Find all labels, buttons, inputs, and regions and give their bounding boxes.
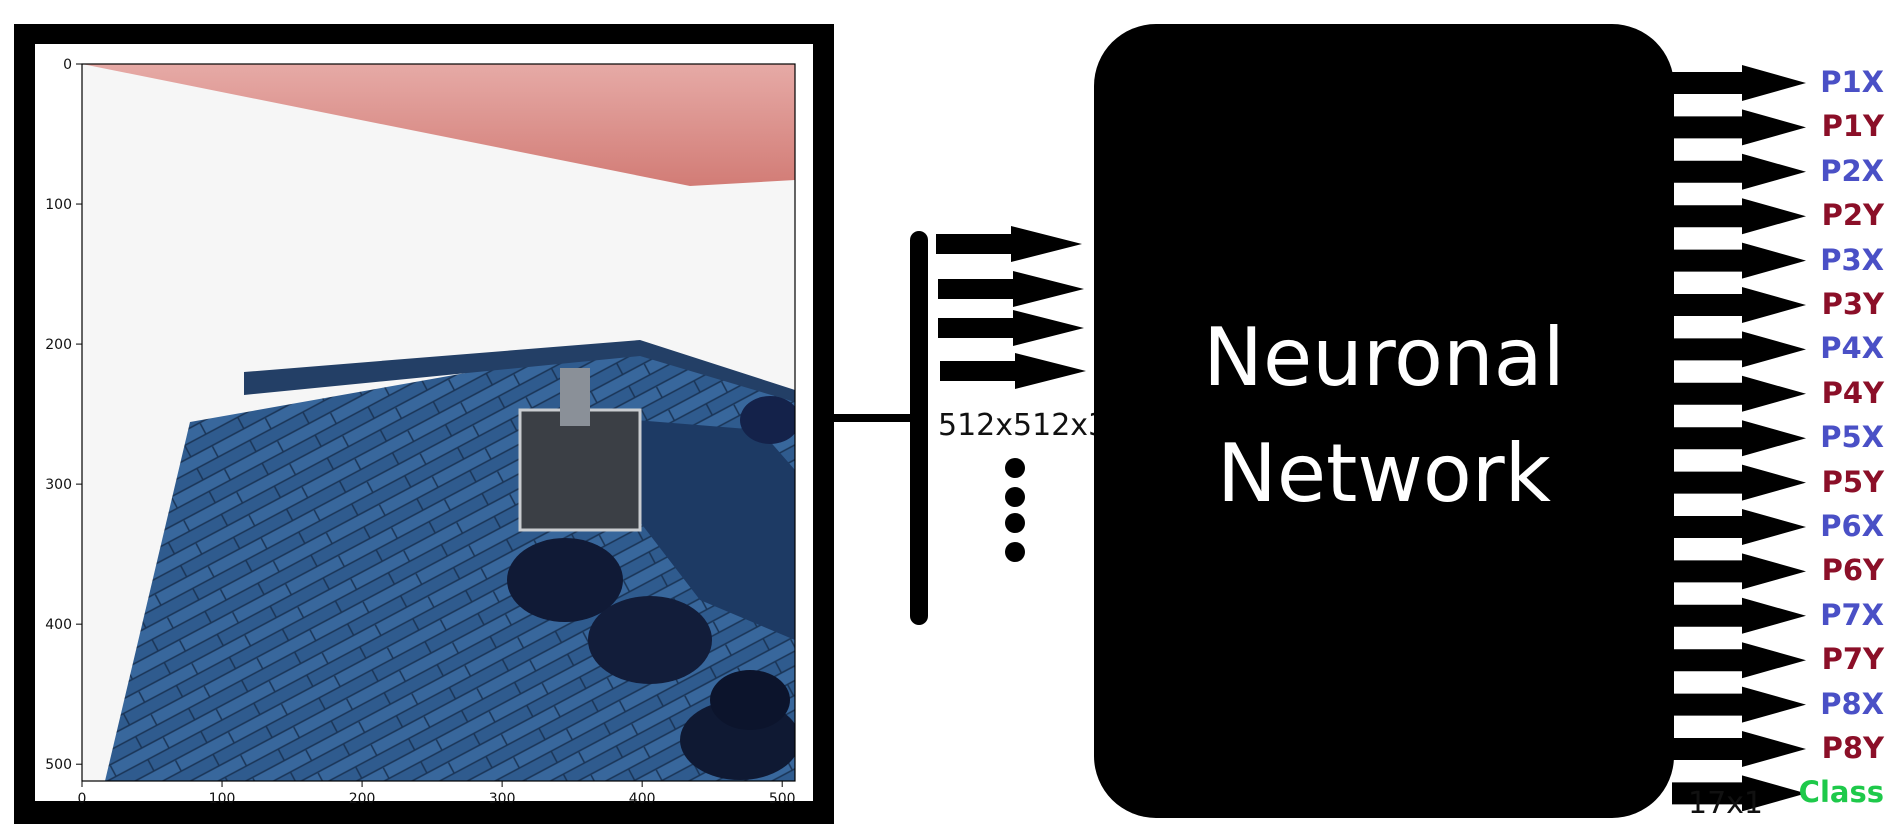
- output-label-p6x: P6X: [1820, 509, 1884, 543]
- output-label-p7y: P7Y: [1821, 642, 1884, 677]
- output-label-p2x: P2X: [1820, 153, 1884, 188]
- output-arrow: [1672, 642, 1806, 679]
- chair-2: [588, 596, 712, 684]
- table-back: [244, 340, 795, 402]
- table-front: [600, 418, 795, 640]
- chair-4: [740, 396, 795, 444]
- output-arrow: [1672, 597, 1806, 634]
- ellipsis-dot-3: [1005, 513, 1025, 533]
- x-tick-label: 200: [349, 791, 376, 807]
- robot-cart: [518, 408, 642, 532]
- output-label-p8y: P8Y: [1821, 731, 1884, 765]
- chair-5: [710, 670, 790, 730]
- output-arrow: [1672, 731, 1806, 767]
- y-axis-ticks: 0 100 200 300 400 500: [45, 57, 82, 773]
- output-arrow: [1672, 553, 1806, 590]
- input-dimension-label: 512x512x3: [938, 408, 1108, 443]
- output-label-p6y: P6Y: [1821, 553, 1884, 588]
- output-arrow: [1672, 464, 1806, 501]
- x-tick-label: 400: [629, 791, 656, 807]
- output-arrow: [1672, 375, 1806, 412]
- neuronal-network-block: [1094, 24, 1674, 818]
- output-arrow: [1672, 775, 1806, 812]
- output-label-p1x: P1X: [1820, 65, 1884, 99]
- network-label-line-1: Neuronal: [1203, 311, 1565, 404]
- output-arrow: [1672, 153, 1806, 190]
- output-arrow: [1672, 287, 1806, 323]
- plot-axes-box: [81, 63, 796, 782]
- y-tick-label: 300: [45, 477, 72, 493]
- input-arrow-4: [940, 353, 1086, 389]
- y-tick-label: 100: [45, 197, 72, 213]
- output-label-p5y: P5Y: [1821, 464, 1884, 499]
- output-arrow: [1672, 242, 1806, 279]
- output-label-p1y: P1Y: [1821, 109, 1884, 144]
- output-label-p7x: P7X: [1820, 597, 1884, 632]
- ellipsis-dot-1: [1005, 458, 1025, 478]
- output-label-p8x: P8X: [1820, 686, 1884, 721]
- robot-arm: [560, 368, 590, 426]
- x-axis-ticks: 0 100 200 300 400 500: [78, 781, 796, 807]
- input-arrow-3: [938, 310, 1084, 346]
- output-label-p3x: P3X: [1820, 242, 1884, 277]
- x-tick-label: 0: [78, 791, 87, 807]
- output-arrow: [1672, 686, 1806, 723]
- output-label-p2y: P2Y: [1821, 198, 1884, 233]
- output-arrow: [1672, 198, 1806, 235]
- y-tick-label: 200: [45, 337, 72, 353]
- chair-1: [507, 538, 623, 622]
- output-arrow: [1672, 420, 1806, 457]
- output-label-p4y: P4Y: [1821, 375, 1884, 410]
- output-arrow: [1672, 65, 1806, 101]
- output-label-p3y: P3Y: [1821, 287, 1884, 321]
- scene-image: [82, 64, 795, 781]
- output-label-p5x: P5X: [1820, 420, 1884, 455]
- output-arrow: [1672, 109, 1806, 146]
- neuronal-network-label: Neuronal Network: [1094, 300, 1674, 532]
- output-label-class: Class: [1798, 775, 1884, 810]
- output-arrow: [1672, 509, 1806, 545]
- output-arrow: [1672, 331, 1806, 368]
- network-label-line-2: Network: [1216, 427, 1552, 520]
- x-tick-label: 300: [489, 791, 516, 807]
- input-arrow-1: [936, 226, 1082, 262]
- output-arrows: [1672, 65, 1806, 812]
- x-tick-label: 100: [209, 791, 236, 807]
- output-dimension-label: 17x1: [1688, 786, 1764, 821]
- ellipsis-dot-2: [1005, 487, 1025, 507]
- x-tick-label: 500: [769, 791, 796, 807]
- y-tick-label: 0: [63, 57, 72, 73]
- y-tick-label: 500: [45, 757, 72, 773]
- sky-region: [82, 64, 795, 186]
- ellipsis-dot-4: [1005, 542, 1025, 562]
- input-arrow-2: [938, 271, 1084, 307]
- output-label-p4x: P4X: [1820, 331, 1884, 366]
- y-tick-label: 400: [45, 617, 72, 633]
